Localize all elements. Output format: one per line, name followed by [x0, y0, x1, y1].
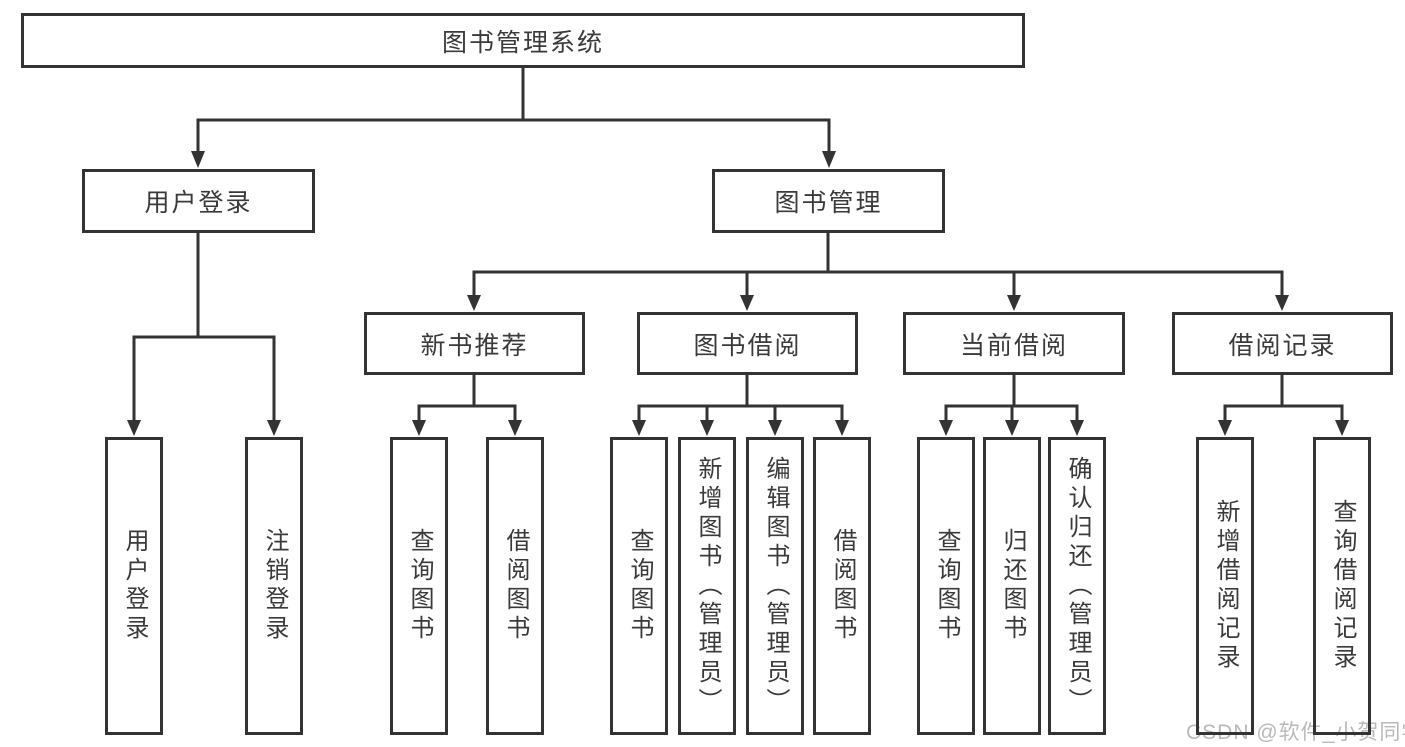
leaf-label: 查询借阅记录: [1329, 499, 1356, 673]
node-label: 图书借阅: [693, 331, 802, 360]
leaf-borrow-books-recommendation: 借阅图书: [486, 437, 544, 735]
leaf-label: 用户登录: [121, 528, 148, 644]
leaf-return-books: 归还图书: [983, 437, 1041, 735]
node-label: 借阅记录: [1228, 331, 1337, 360]
leaf-label: 查询图书: [406, 528, 433, 644]
connector-user-login-to-leaves: [132, 230, 276, 423]
connector-new-book-recommendation-leaves: [417, 372, 517, 423]
arrowheads-user-login-leaves: [127, 420, 281, 436]
arrowheads-book-borrowing: [632, 420, 849, 436]
arrowheads-current-borrowing: [939, 420, 1084, 436]
node-book-borrowing: 图书借阅: [637, 312, 858, 375]
leaf-label: 查询图书: [933, 528, 960, 644]
leaf-query-books-current: 查询图书: [917, 437, 975, 735]
arrowheads-level3: [467, 295, 1289, 311]
leaf-edit-books-admin: 编辑图书（管理员）: [746, 437, 804, 735]
node-label: 新书推荐: [420, 331, 529, 360]
leaf-label: 确认归还（管理员）: [1064, 455, 1091, 717]
leaf-borrow-books: 借阅图书: [813, 437, 871, 735]
leaf-query-books-recommendation: 查询图书: [390, 437, 448, 735]
node-label: 当前借阅: [959, 331, 1068, 360]
leaf-label: 查询图书: [626, 528, 653, 644]
leaf-add-books-admin: 新增图书（管理员）: [678, 437, 736, 735]
connector-root-to-level2: [196, 65, 831, 154]
node-library-management-system: 图书管理系统: [21, 13, 1025, 68]
leaf-label: 新增图书（管理员）: [694, 455, 721, 717]
node-user-login: 用户登录: [82, 169, 315, 233]
node-label: 用户登录: [144, 189, 253, 217]
leaf-label: 注销登录: [261, 528, 288, 644]
arrowheads-root-to-level2: [191, 151, 836, 168]
leaf-label: 借阅图书: [829, 528, 856, 644]
leaf-query-borrow-record: 查询借阅记录: [1313, 437, 1371, 735]
arrowheads-new-book-recommendation: [412, 420, 522, 436]
connector-book-management-to-level3: [472, 230, 1284, 298]
arrowheads-borrowing-records: [1218, 420, 1349, 436]
leaf-label: 编辑图书（管理员）: [762, 455, 789, 717]
leaf-label: 归还图书: [999, 528, 1026, 644]
node-label: 图书管理系统: [441, 28, 604, 57]
node-new-book-recommendation: 新书推荐: [364, 312, 585, 375]
leaf-logout: 注销登录: [245, 437, 303, 735]
leaf-query-books-borrowing: 查询图书: [610, 437, 668, 735]
leaf-label: 新增借阅记录: [1212, 499, 1239, 673]
leaf-label: 借阅图书: [502, 528, 529, 644]
csdn-watermark: CSDN @软件_小贺同学: [1186, 721, 1405, 744]
node-borrowing-records: 借阅记录: [1172, 312, 1393, 375]
node-current-borrowing: 当前借阅: [903, 312, 1125, 375]
node-label: 图书管理: [774, 189, 883, 217]
connector-book-borrowing-leaves: [637, 372, 844, 423]
node-book-management: 图书管理: [712, 169, 945, 233]
connector-borrowing-records-leaves: [1223, 372, 1344, 423]
leaf-confirm-return-admin: 确认归还（管理员）: [1048, 437, 1106, 735]
leaf-add-borrow-record: 新增借阅记录: [1196, 437, 1254, 735]
leaf-user-login: 用户登录: [105, 437, 163, 735]
connector-current-borrowing-leaves: [944, 372, 1079, 423]
